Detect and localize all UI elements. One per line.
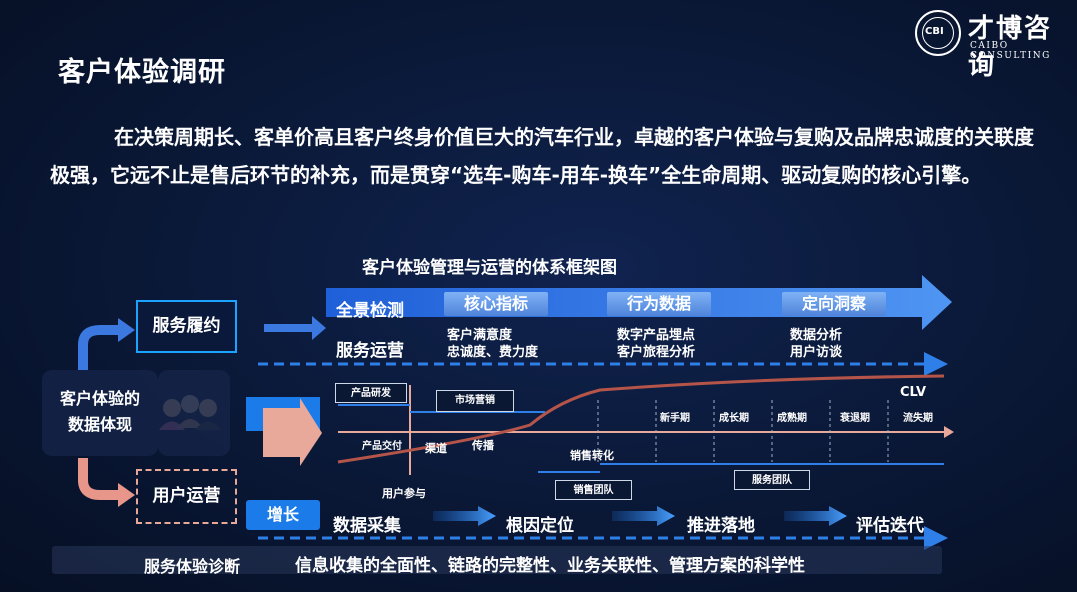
logo-seal-icon	[915, 10, 961, 56]
step-evaluate-iterate: 评估迭代	[856, 516, 924, 536]
up-curve-arrow	[78, 325, 120, 370]
growth-tag: 增长	[246, 500, 320, 530]
cx-data-box: 客户体验的 数据体现	[42, 370, 158, 456]
logo-badge: CBI	[925, 26, 944, 37]
stage-communication: 传播	[472, 439, 494, 452]
cx-data-box-avatar-area	[158, 370, 230, 456]
user-operations-box: 用户运营	[136, 469, 237, 524]
metric-2-line1: 数字产品埋点	[617, 328, 696, 343]
service-ops-label: 服务运营	[336, 341, 404, 361]
metric-1-line2: 忠诚度、费力度	[447, 345, 539, 360]
arrow-label-insight: 定向洞察	[782, 292, 886, 316]
lifecycle-mature: 成熟期	[777, 413, 807, 424]
step-data-collection: 数据采集	[333, 516, 401, 536]
down-curve-arrow	[78, 458, 120, 500]
stage-sales-conversion: 销售转化	[570, 449, 614, 462]
clv-curve	[337, 374, 945, 464]
clv-label: CLV	[900, 385, 927, 400]
marketing-box: 市场营销	[436, 390, 514, 412]
stage-product-delivery: 产品交付	[362, 441, 402, 452]
lifecycle-growth: 成长期	[719, 413, 749, 424]
diagnosis-label: 服务体验诊断	[144, 557, 241, 576]
lifecycle-newbie: 新手期	[660, 413, 690, 424]
arrow-label-behavior-data: 行为数据	[607, 292, 711, 316]
page-title: 客户体验调研	[58, 57, 226, 88]
lifecycle-churn: 流失期	[903, 413, 933, 424]
logo-name: 才博咨询	[968, 14, 1053, 81]
metric-3-line2: 用户访谈	[790, 345, 843, 360]
arrow-label-core-metrics: 核心指标	[444, 292, 548, 316]
stage-channel: 渠道	[425, 442, 447, 455]
stage-user-participation: 用户参与	[382, 487, 426, 500]
step-implementation: 推进落地	[687, 516, 755, 536]
metric-2-line2: 客户旅程分析	[617, 345, 696, 360]
lifecycle-decline: 衰退期	[840, 413, 870, 424]
intro-paragraph: 在决策周期长、客单价高且客户终身价值巨大的汽车行业，卓越的客户体验与复购及品牌忠…	[50, 125, 1034, 187]
diagnosis-bar	[52, 546, 942, 574]
diagnosis-text: 信息收集的全面性、链路的完整性、业务关联性、管理方案的科学性	[295, 556, 805, 576]
service-team-box: 服务团队	[734, 470, 810, 490]
metric-1-line1: 客户满意度	[447, 328, 513, 343]
product-dev-box: 产品研发	[335, 383, 407, 403]
sales-team-box: 销售团队	[555, 480, 632, 500]
framework-title: 客户体验管理与运营的体系框架图	[362, 258, 617, 278]
service-fulfillment-box: 服务履约	[136, 300, 237, 353]
arrow-label-panorama: 全景检测	[336, 301, 404, 321]
step-root-cause: 根因定位	[506, 516, 574, 536]
logo-subtitle: CAIBO CONSULTING	[970, 41, 1051, 61]
metric-3-line1: 数据分析	[790, 328, 843, 343]
